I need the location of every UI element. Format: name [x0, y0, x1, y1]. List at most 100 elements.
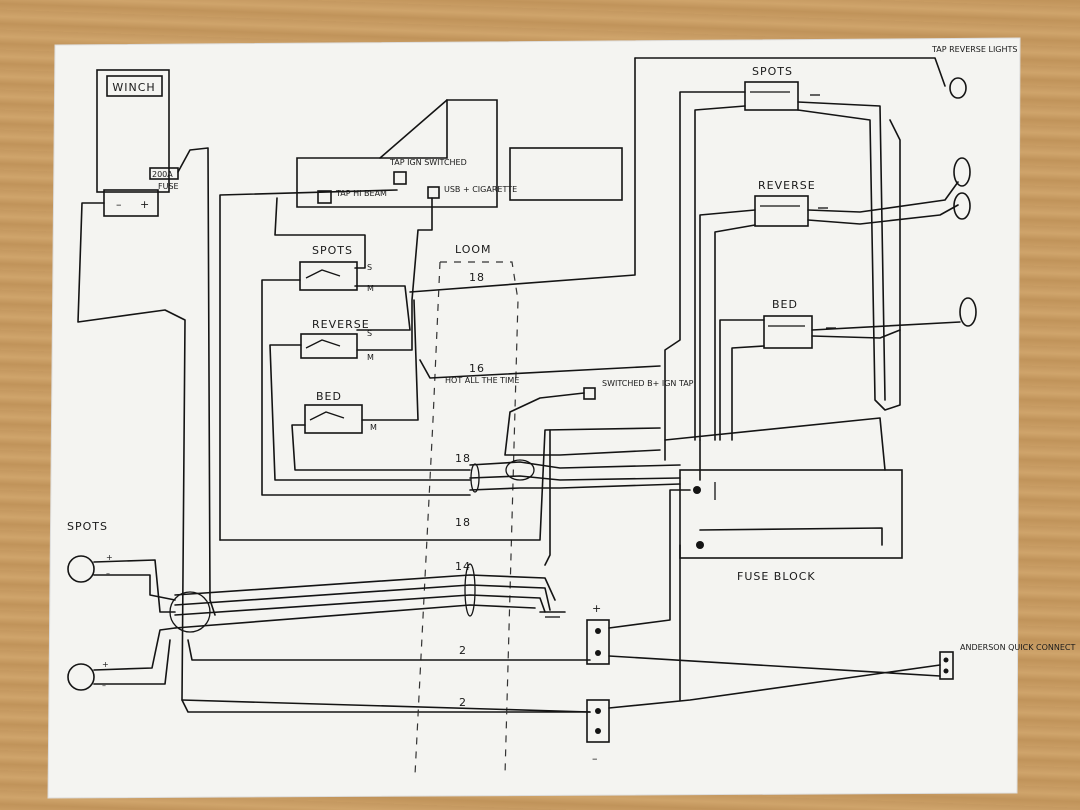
spot-top-minus: – — [106, 569, 110, 578]
spot-bottom-plus: + — [102, 660, 109, 669]
spot-light-top-icon — [67, 555, 95, 583]
spots-relay-out — [797, 101, 886, 401]
reverse-switch-label: REVERSE — [312, 318, 370, 331]
reverse-tap-light-icon — [949, 77, 967, 99]
bed-switch-m: M — [370, 423, 377, 432]
dash-left-bus-wire — [219, 189, 398, 541]
loom-clamp-2 — [505, 459, 535, 481]
spots-relay-coil-wire — [694, 105, 746, 441]
bed-return-wire — [291, 424, 471, 471]
reverse-relay-label: REVERSE — [758, 179, 816, 192]
loom-clamp-3 — [464, 563, 476, 617]
bed-relay-coil-wire — [731, 345, 765, 441]
positive-post-terminal-1 — [595, 628, 601, 634]
spots-return-wire — [261, 279, 471, 496]
reverse-switch-s: S — [367, 329, 372, 338]
fuse-block-terminal-pos — [693, 486, 701, 494]
winch-label: WINCH — [112, 81, 155, 94]
negative-post — [586, 699, 610, 743]
negative-post-label: – — [592, 752, 599, 765]
gauge-18-top: 18 — [469, 271, 485, 284]
wire-loop-down — [544, 429, 551, 566]
switched-b-wire — [504, 392, 661, 456]
reverse-relay-out-2 — [807, 204, 959, 225]
spot-top-pos-wire — [93, 559, 176, 613]
wire-14-b — [174, 584, 551, 611]
reverse-tap-wire — [634, 57, 946, 87]
gauge-18-mid: 18 — [455, 452, 471, 465]
bed-relay-out-2 — [811, 329, 901, 339]
bed-switch — [304, 404, 363, 434]
loom-label: LOOM — [455, 243, 492, 256]
battery-negative: – — [116, 198, 123, 211]
gauge-18-low: 18 — [455, 516, 471, 529]
reverse-relay-feed — [699, 209, 756, 441]
wire-18-low — [219, 427, 661, 541]
spot-bottom-minus: – — [102, 681, 106, 690]
positive-post — [586, 619, 610, 665]
tap-ign-switched-label: TAP IGN SWITCHED — [389, 158, 467, 167]
reverse-relay-out — [807, 181, 959, 213]
bed-relay-label: BED — [772, 298, 798, 311]
loom-left-edge — [414, 261, 441, 776]
hot-16-wire — [419, 359, 661, 379]
fuse-200a-box — [149, 167, 179, 180]
bed-relay-out — [811, 321, 961, 331]
anderson-pin-2 — [943, 668, 949, 674]
tap-reverse-lights-label: TAP REVERSE LIGHTS — [931, 45, 1017, 54]
negative-post-terminal-1 — [595, 708, 601, 714]
bed-m-wire — [361, 299, 419, 421]
dashboard-panel — [296, 99, 498, 208]
spots-switch — [299, 261, 358, 291]
spots-hi-beam-wire — [274, 197, 366, 269]
bed-relay — [763, 315, 813, 349]
usb-feed-wire — [356, 197, 433, 351]
battery-positive: + — [140, 198, 150, 211]
fuse-block-ground-bus — [699, 527, 883, 546]
wire-14-c — [174, 594, 546, 616]
gauge-14: 14 — [455, 560, 471, 573]
negative-post-terminal-2 — [595, 728, 601, 734]
dashboard-edge — [379, 99, 448, 159]
ground-bus-wire — [77, 202, 591, 713]
reverse-return-wire — [269, 344, 471, 481]
usb-cigarette-label: USB + CIGARETTE — [444, 185, 517, 194]
spots-relay-label: SPOTS — [752, 65, 793, 78]
tap-hi-beam-terminal — [317, 190, 332, 204]
winch-label-box — [106, 75, 163, 97]
fuse-block-label: FUSE BLOCK — [737, 570, 816, 583]
spots-switch-label: SPOTS — [312, 244, 353, 257]
positive-post-label: + — [592, 602, 602, 615]
bed-switch-label: BED — [316, 390, 342, 403]
wire-14-a — [174, 574, 556, 601]
reverse-light-1-icon — [953, 157, 971, 187]
fuse-block-feed — [664, 417, 886, 471]
spot-top-neg-wire — [93, 574, 176, 601]
positive-post-terminal-2 — [595, 650, 601, 656]
bed-relay-feed — [719, 319, 765, 441]
spots-switch-contact — [305, 269, 341, 279]
bed-light-icon — [959, 297, 977, 327]
spot-bottom-pos-wire — [93, 627, 176, 671]
hot-all-the-time-label: HOT ALL THE TIME — [445, 376, 519, 385]
reverse-light-2-icon — [953, 192, 971, 220]
spots-relay-out-2 — [797, 109, 901, 411]
gauge-2-bottom: 2 — [459, 696, 467, 709]
neg-to-anderson-wire — [608, 664, 941, 709]
anderson-connector — [939, 651, 954, 680]
wire-2-pos — [187, 639, 591, 661]
gauge-16: 16 — [469, 362, 485, 375]
winch-positive-wire — [177, 147, 216, 616]
spots-relay-feed — [664, 91, 746, 461]
wire-14-d — [174, 604, 536, 629]
fuse-block-terminal-neg — [696, 541, 704, 549]
fuse-200a-label: 200A — [152, 170, 173, 179]
reverse-relay — [754, 195, 809, 227]
spots-lights-label: SPOTS — [67, 520, 108, 533]
fuse-block — [679, 469, 903, 559]
reverse-switch-contact — [305, 339, 341, 349]
usb-terminal — [427, 186, 440, 199]
gauge-2-top: 2 — [459, 644, 467, 657]
bundle-wire-2 — [469, 475, 681, 481]
